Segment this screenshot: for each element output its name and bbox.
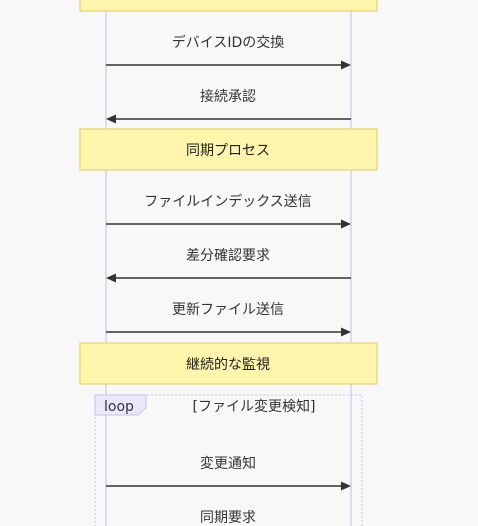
note-label: 同期プロセス [186,143,270,159]
message-label: 接続承認 [200,88,256,105]
message-label: 変更通知 [200,455,256,472]
arrowhead-right [341,219,351,229]
loop-tab [94,394,147,416]
loop-label: loop [104,399,134,415]
note-label: 継続的な監視 [186,356,270,373]
message-label: 差分確認要求 [186,248,270,264]
note-sync-process [79,128,378,171]
arrowhead-right [341,60,351,70]
note-top-partial [79,0,378,12]
loop-condition: [ファイル変更検知] [193,398,316,415]
message-label: 更新ファイル送信 [172,302,284,318]
loop-frame [94,394,363,526]
note-continuous-monitoring [79,342,378,385]
arrowhead-right [341,481,351,491]
arrowhead-left [106,273,116,283]
arrowhead-right [341,327,351,337]
arrowhead-left [106,114,116,124]
message-label: デバイスIDの交換 [172,34,285,51]
message-label: 同期要求 [200,510,256,526]
message-label: ファイルインデックス送信 [144,193,312,210]
